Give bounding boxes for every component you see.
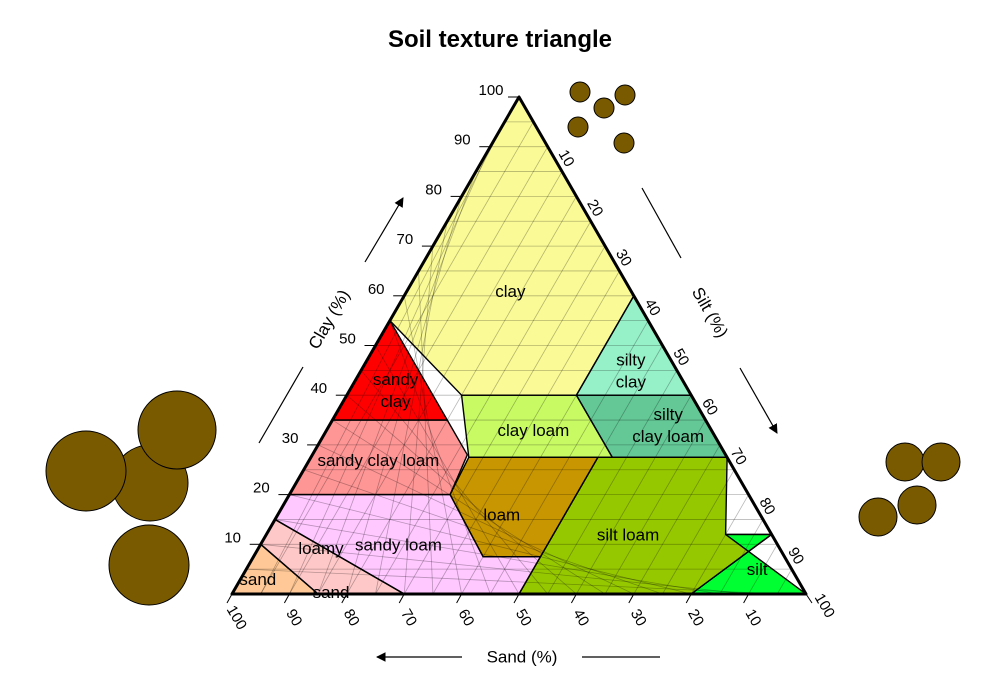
silt-tick-label: 70 (727, 445, 750, 468)
silt-particle (897, 485, 937, 525)
region-label-silty-clay: silty (616, 350, 646, 369)
region-label-sandy-clay-loam: sandy clay loam (317, 451, 439, 470)
region-silt-loam (519, 457, 772, 594)
region-label-silt-loam: silt loam (597, 525, 659, 544)
sand-tick-label: 20 (684, 606, 707, 629)
silt-tick-label: 10 (555, 147, 578, 170)
region-label-silty-clay-loam: silty (654, 405, 684, 424)
silt-particle (921, 442, 961, 482)
sand-tick-label: 60 (455, 606, 478, 629)
silt-tick-label: 80 (756, 495, 779, 518)
silt-particle (858, 497, 898, 537)
silt-tick-label: 50 (669, 346, 692, 369)
clay-tick-label: 10 (224, 529, 241, 546)
particle-illustrations (45, 81, 961, 606)
diagram-title: Soil texture triangle (387, 26, 613, 53)
region-label-silt: silt (747, 560, 768, 579)
silt-tick-label: 100 (811, 591, 838, 621)
axis-ticks: 10 10 100 20 20 90 30 30 80 40 40 70 50 50 60 60 60 50 70 7… (223, 82, 838, 633)
region-label-sandy-loam: sandy loam (355, 535, 442, 554)
silt-tick-label: 60 (698, 395, 721, 418)
region-loamy-sand (260, 519, 405, 594)
clay-particle (567, 116, 589, 138)
region-sand (232, 544, 319, 594)
region-silty-clay (576, 295, 692, 396)
silt-particle (885, 442, 925, 482)
region-label-sandy-clay: clay (380, 392, 411, 411)
clay-tick-label: 80 (425, 181, 442, 198)
region-label-loam: loam (483, 506, 520, 525)
region-label-sandy-clay: sandy (373, 370, 419, 389)
sand-tick-label: 40 (569, 606, 592, 629)
region-label-silty-clay: clay (616, 372, 647, 391)
sand-tick-label: 90 (282, 606, 305, 629)
clay-tick-label: 100 (478, 82, 503, 99)
region-label-loamy-sand: sand (313, 583, 350, 602)
clay-tick-label: 20 (253, 480, 270, 497)
region-label-silty-clay-loam: clay loam (632, 427, 704, 446)
region-label-clay-loam: clay loam (497, 421, 569, 440)
clay-particle (613, 132, 635, 154)
sand-axis-label: Sand (%) (487, 647, 558, 666)
sand-tick-label: 10 (742, 606, 765, 629)
region-silty-clay-loam (576, 395, 728, 458)
grid-lines (246, 121, 792, 594)
clay-tick-label: 30 (282, 430, 299, 447)
region-sandy-loam (275, 494, 541, 594)
region-clay (389, 97, 634, 396)
sand-particle (108, 524, 190, 606)
sand-tick-label: 100 (223, 603, 250, 633)
sand-tick-label: 30 (627, 606, 650, 629)
silt-axis-label: Silt (%) (688, 284, 732, 341)
sand-particle (45, 430, 127, 512)
sand-tick-label: 80 (340, 606, 363, 629)
region-loam (450, 457, 598, 557)
clay-tick-label: 50 (339, 330, 356, 347)
region-clay-loam (461, 395, 613, 458)
region-labels: clay sandy clay silty clay sandy clay loam cla… (239, 282, 768, 602)
region-silt (691, 534, 806, 594)
silt-tick-label: 40 (641, 296, 664, 319)
texture-regions (232, 97, 806, 594)
clay-particle (614, 84, 636, 106)
sand-tick-label: 50 (512, 606, 535, 629)
region-label-sand: sand (239, 570, 276, 589)
silt-tick-label: 90 (784, 545, 807, 568)
sand-tick-label: 70 (397, 606, 420, 629)
sand-particle (137, 390, 217, 470)
clay-tick-label: 90 (454, 132, 471, 149)
clay-particle (593, 97, 615, 119)
clay-tick-label: 70 (397, 231, 414, 248)
clay-particle (569, 81, 591, 103)
region-sandy-clay-loam (289, 420, 468, 495)
silt-tick-label: 20 (583, 197, 606, 220)
region-label-loamy-sand: loamy (298, 539, 344, 558)
silt-tick-label: 30 (612, 246, 635, 269)
region-sandy-clay (332, 320, 448, 421)
clay-tick-label: 40 (310, 380, 327, 397)
clay-tick-label: 60 (368, 281, 385, 298)
region-label-clay: clay (495, 282, 526, 301)
